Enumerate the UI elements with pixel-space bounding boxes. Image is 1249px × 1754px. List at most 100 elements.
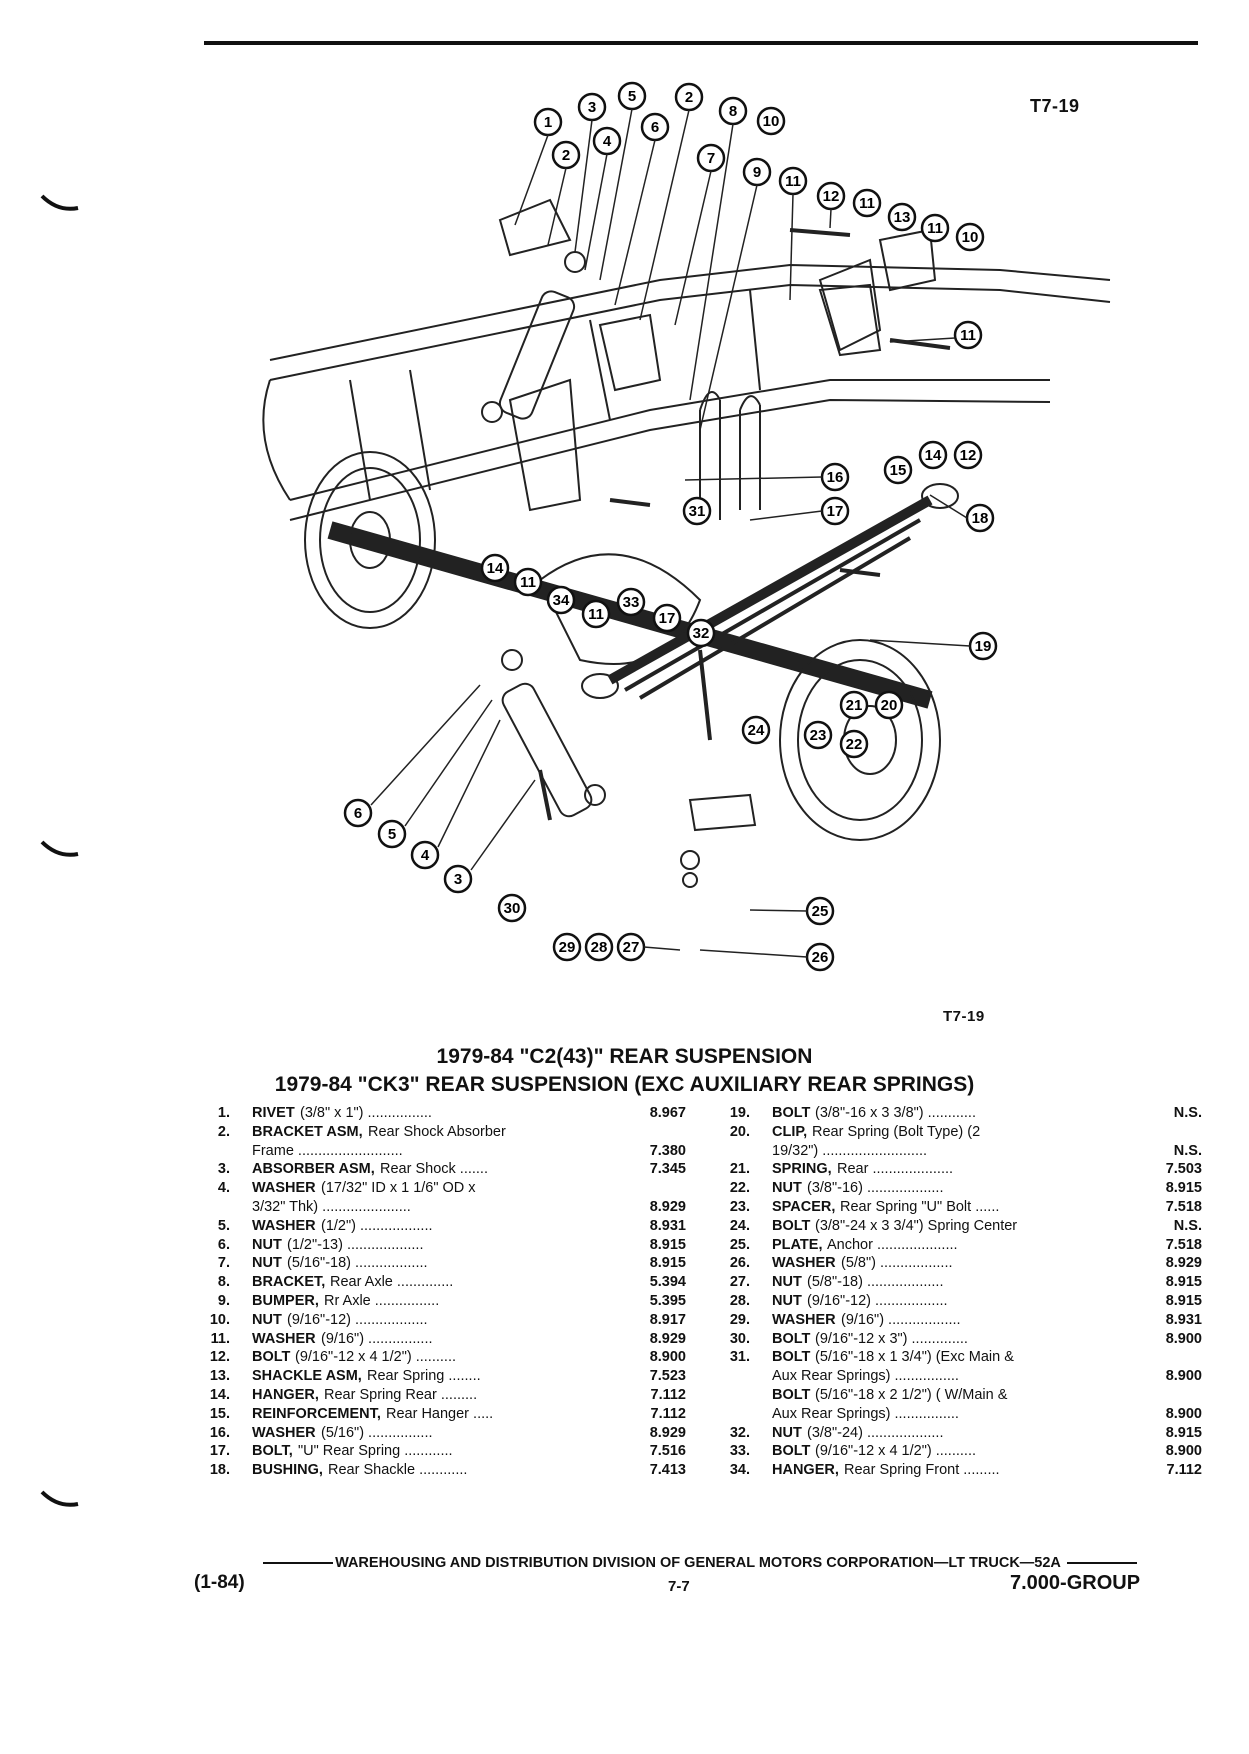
svg-text:12: 12 — [823, 188, 840, 205]
part-name: NUT — [772, 1180, 802, 1197]
part-description: Frame .......................... — [252, 1142, 403, 1159]
part-name: WASHER — [252, 1217, 316, 1234]
part-description: (5/8"-18) ................... — [807, 1274, 944, 1291]
part-description: (9/16") .................. — [841, 1311, 961, 1328]
part-group-code: 8.900 — [1165, 1443, 1202, 1460]
callout-20: 20 — [874, 690, 904, 720]
part-description: (3/8"-24) ................... — [807, 1424, 944, 1441]
parts-list-right: 19.BOLT(3/8"-16 x 3 3/8") ............N.… — [706, 1104, 1202, 1480]
part-row: 33.BOLT(9/16"-12 x 4 1/2") ..........8.9… — [706, 1442, 1202, 1461]
svg-text:3: 3 — [454, 871, 462, 888]
part-row: Frame ..........................7.380 — [186, 1142, 686, 1161]
part-row: 11.WASHER(9/16") ................8.929 — [186, 1330, 686, 1349]
part-name: BOLT — [772, 1386, 811, 1403]
callout-8: 8 — [718, 96, 748, 126]
part-row: Aux Rear Springs) ................8.900 — [706, 1367, 1202, 1386]
part-row: 6.NUT(1/2"-13) ...................8.915 — [186, 1236, 686, 1255]
callout-6: 6 — [640, 112, 670, 142]
callout-22: 22 — [839, 729, 869, 759]
svg-text:8: 8 — [729, 103, 737, 120]
part-name: RIVET — [252, 1105, 295, 1121]
svg-text:34: 34 — [553, 592, 570, 609]
part-row: 1.RIVET(3/8" x 1") ................8.967 — [186, 1104, 686, 1123]
part-row: 3.ABSORBER ASM,Rear Shock .......7.345 — [186, 1160, 686, 1179]
part-row: 12.BOLT(9/16"-12 x 4 1/2") ..........8.9… — [186, 1348, 686, 1367]
part-number: 7. — [217, 1255, 230, 1272]
part-row: 19/32") ..........................N.S. — [706, 1142, 1202, 1161]
part-name: BUMPER, — [252, 1292, 319, 1309]
part-number: 1. — [217, 1105, 230, 1121]
part-name: WASHER — [772, 1311, 836, 1328]
svg-text:11: 11 — [785, 173, 801, 190]
part-group-code: N.S. — [1173, 1217, 1202, 1234]
part-name: BRACKET ASM, — [252, 1123, 363, 1140]
part-group-code: 7.516 — [649, 1443, 686, 1460]
part-description: Rear Spring "U" Bolt ...... — [840, 1198, 1000, 1215]
part-row: 17.BOLT,"U" Rear Spring ............7.51… — [186, 1442, 686, 1461]
part-group-code: 8.915 — [1165, 1424, 1202, 1441]
part-row: 31.BOLT(5/16"-18 x 1 3/4") (Exc Main & — [706, 1348, 1202, 1367]
part-group-code: 8.900 — [649, 1349, 686, 1366]
part-name: BOLT — [772, 1349, 811, 1366]
part-name: NUT — [772, 1274, 802, 1291]
callout-16: 16 — [820, 462, 850, 492]
part-number: 32. — [729, 1424, 750, 1441]
footer-division-line: WAREHOUSING AND DISTRIBUTION DIVISION OF… — [224, 1555, 1176, 1571]
part-group-code: 8.915 — [1165, 1180, 1202, 1197]
svg-text:21: 21 — [846, 697, 863, 714]
part-number: 23. — [729, 1198, 750, 1215]
svg-text:2: 2 — [685, 89, 693, 106]
footer-date: (1-84) — [194, 1572, 245, 1593]
part-description: 3/32" Thk) ...................... — [252, 1198, 411, 1215]
part-name: WASHER — [252, 1330, 316, 1347]
part-row: 18.BUSHING,Rear Shackle ............7.41… — [186, 1461, 686, 1480]
footer-group: 7.000-GROUP — [1010, 1572, 1141, 1594]
part-description: Rear Spring Front ......... — [844, 1462, 1000, 1479]
part-group-code: 8.917 — [649, 1311, 686, 1328]
callout-10b: 10 — [955, 222, 985, 252]
callout-3: 3 — [577, 92, 607, 122]
svg-text:9: 9 — [753, 164, 761, 181]
part-row: 13.SHACKLE ASM,Rear Spring ........7.523 — [186, 1367, 686, 1386]
part-number: 33. — [729, 1443, 750, 1460]
part-number: 30. — [729, 1330, 750, 1347]
part-number: 9. — [217, 1292, 230, 1309]
callout-31: 31 — [682, 496, 712, 526]
part-number: 2. — [217, 1123, 230, 1140]
svg-text:20: 20 — [881, 697, 898, 714]
callout-4b: 4 — [410, 840, 440, 870]
figure-code-bottom: T7-19 — [943, 1008, 985, 1025]
part-number: 4. — [217, 1180, 230, 1197]
callout-6b: 6 — [343, 798, 373, 828]
part-row: 34.HANGER,Rear Spring Front .........7.1… — [706, 1461, 1202, 1480]
svg-text:33: 33 — [623, 594, 640, 611]
binder-hole-mark — [40, 838, 80, 862]
part-number: 25. — [729, 1236, 750, 1253]
part-row: BOLT(5/16"-18 x 2 1/2") ( W/Main & — [706, 1386, 1202, 1405]
svg-text:11: 11 — [859, 195, 875, 212]
part-name: PLATE, — [772, 1236, 823, 1253]
callout-14: 14 — [918, 440, 948, 470]
callout-2b: 2 — [674, 82, 704, 112]
part-description: (9/16") ................ — [321, 1330, 433, 1347]
svg-text:26: 26 — [812, 949, 829, 966]
part-row: 8.BRACKET,Rear Axle ..............5.394 — [186, 1273, 686, 1292]
part-description: Rear Shackle ............ — [328, 1462, 468, 1479]
part-number: 3. — [217, 1161, 230, 1178]
callout-11: 11 — [778, 166, 808, 196]
svg-text:24: 24 — [748, 722, 765, 739]
part-description: Aux Rear Springs) ................ — [772, 1405, 959, 1422]
part-number: 19. — [729, 1105, 750, 1121]
part-row: 28.NUT(9/16"-12) ..................8.915 — [706, 1292, 1202, 1311]
part-row: 2.BRACKET ASM,Rear Shock Absorber — [186, 1123, 686, 1142]
part-number: 22. — [729, 1180, 750, 1197]
footer-division: WAREHOUSING AND DISTRIBUTION DIVISION OF… — [335, 1555, 1061, 1571]
part-description: (17/32" ID x 1 1/6" OD x — [321, 1180, 476, 1197]
part-description: Rr Axle ................ — [324, 1292, 440, 1309]
part-row: 10.NUT(9/16"-12) ..................8.917 — [186, 1311, 686, 1330]
part-group-code: 8.915 — [1165, 1292, 1202, 1309]
callout-11d: 11 — [953, 320, 983, 350]
callout-15: 15 — [883, 455, 913, 485]
part-number: 16. — [209, 1424, 230, 1441]
part-description: Anchor .................... — [827, 1236, 958, 1253]
